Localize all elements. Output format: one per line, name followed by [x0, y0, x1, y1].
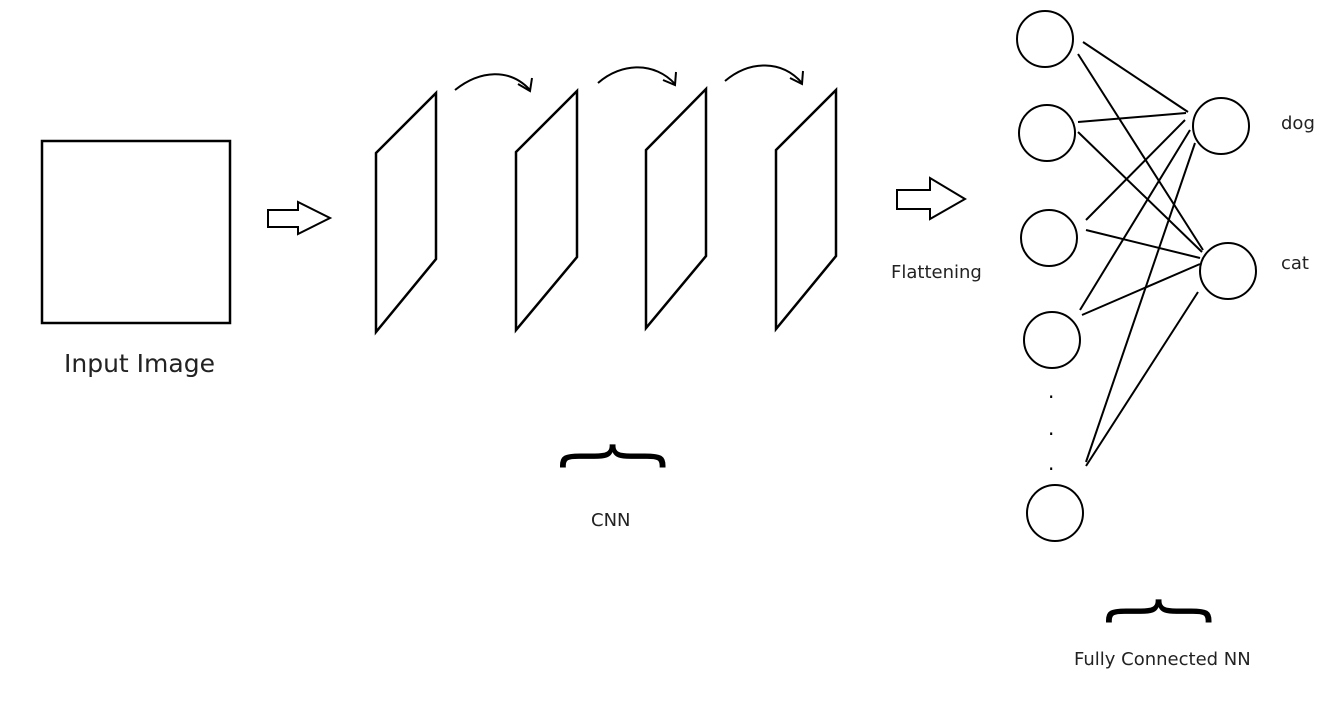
cat-label: cat	[1281, 253, 1309, 274]
cnn-label: CNN	[591, 510, 631, 531]
curved-arrow-1	[454, 73, 533, 93]
feature-map-4	[774, 86, 838, 333]
cnn-brace: }	[542, 436, 676, 475]
curved-arrow-2	[597, 66, 677, 87]
flattening-label: Flattening	[891, 262, 982, 283]
feature-map-3	[644, 85, 708, 332]
dog-label: dog	[1281, 113, 1315, 134]
input-to-cnn-arrow	[267, 200, 333, 236]
output-node-dog	[1192, 97, 1250, 155]
ellipsis-dot-3: .	[1048, 451, 1054, 475]
flattening-arrow	[896, 176, 967, 221]
ellipsis-dot-1: .	[1048, 379, 1054, 403]
feature-map-2	[514, 87, 579, 334]
input-node-2	[1018, 104, 1076, 162]
input-node-4	[1023, 311, 1081, 369]
fc-brace: }	[1088, 591, 1222, 630]
input-node-3	[1020, 209, 1078, 267]
feature-map-1	[374, 89, 438, 336]
input-image-label: Input Image	[64, 349, 215, 378]
curved-arrow-3	[724, 64, 804, 86]
ellipsis-dot-2: .	[1048, 416, 1054, 440]
input-image-box	[40, 139, 232, 325]
fc-connections	[1077, 41, 1204, 467]
output-node-cat	[1199, 242, 1257, 300]
input-node-5	[1026, 484, 1084, 542]
fully-connected-label: Fully Connected NN	[1074, 649, 1251, 670]
input-node-1	[1016, 10, 1074, 68]
